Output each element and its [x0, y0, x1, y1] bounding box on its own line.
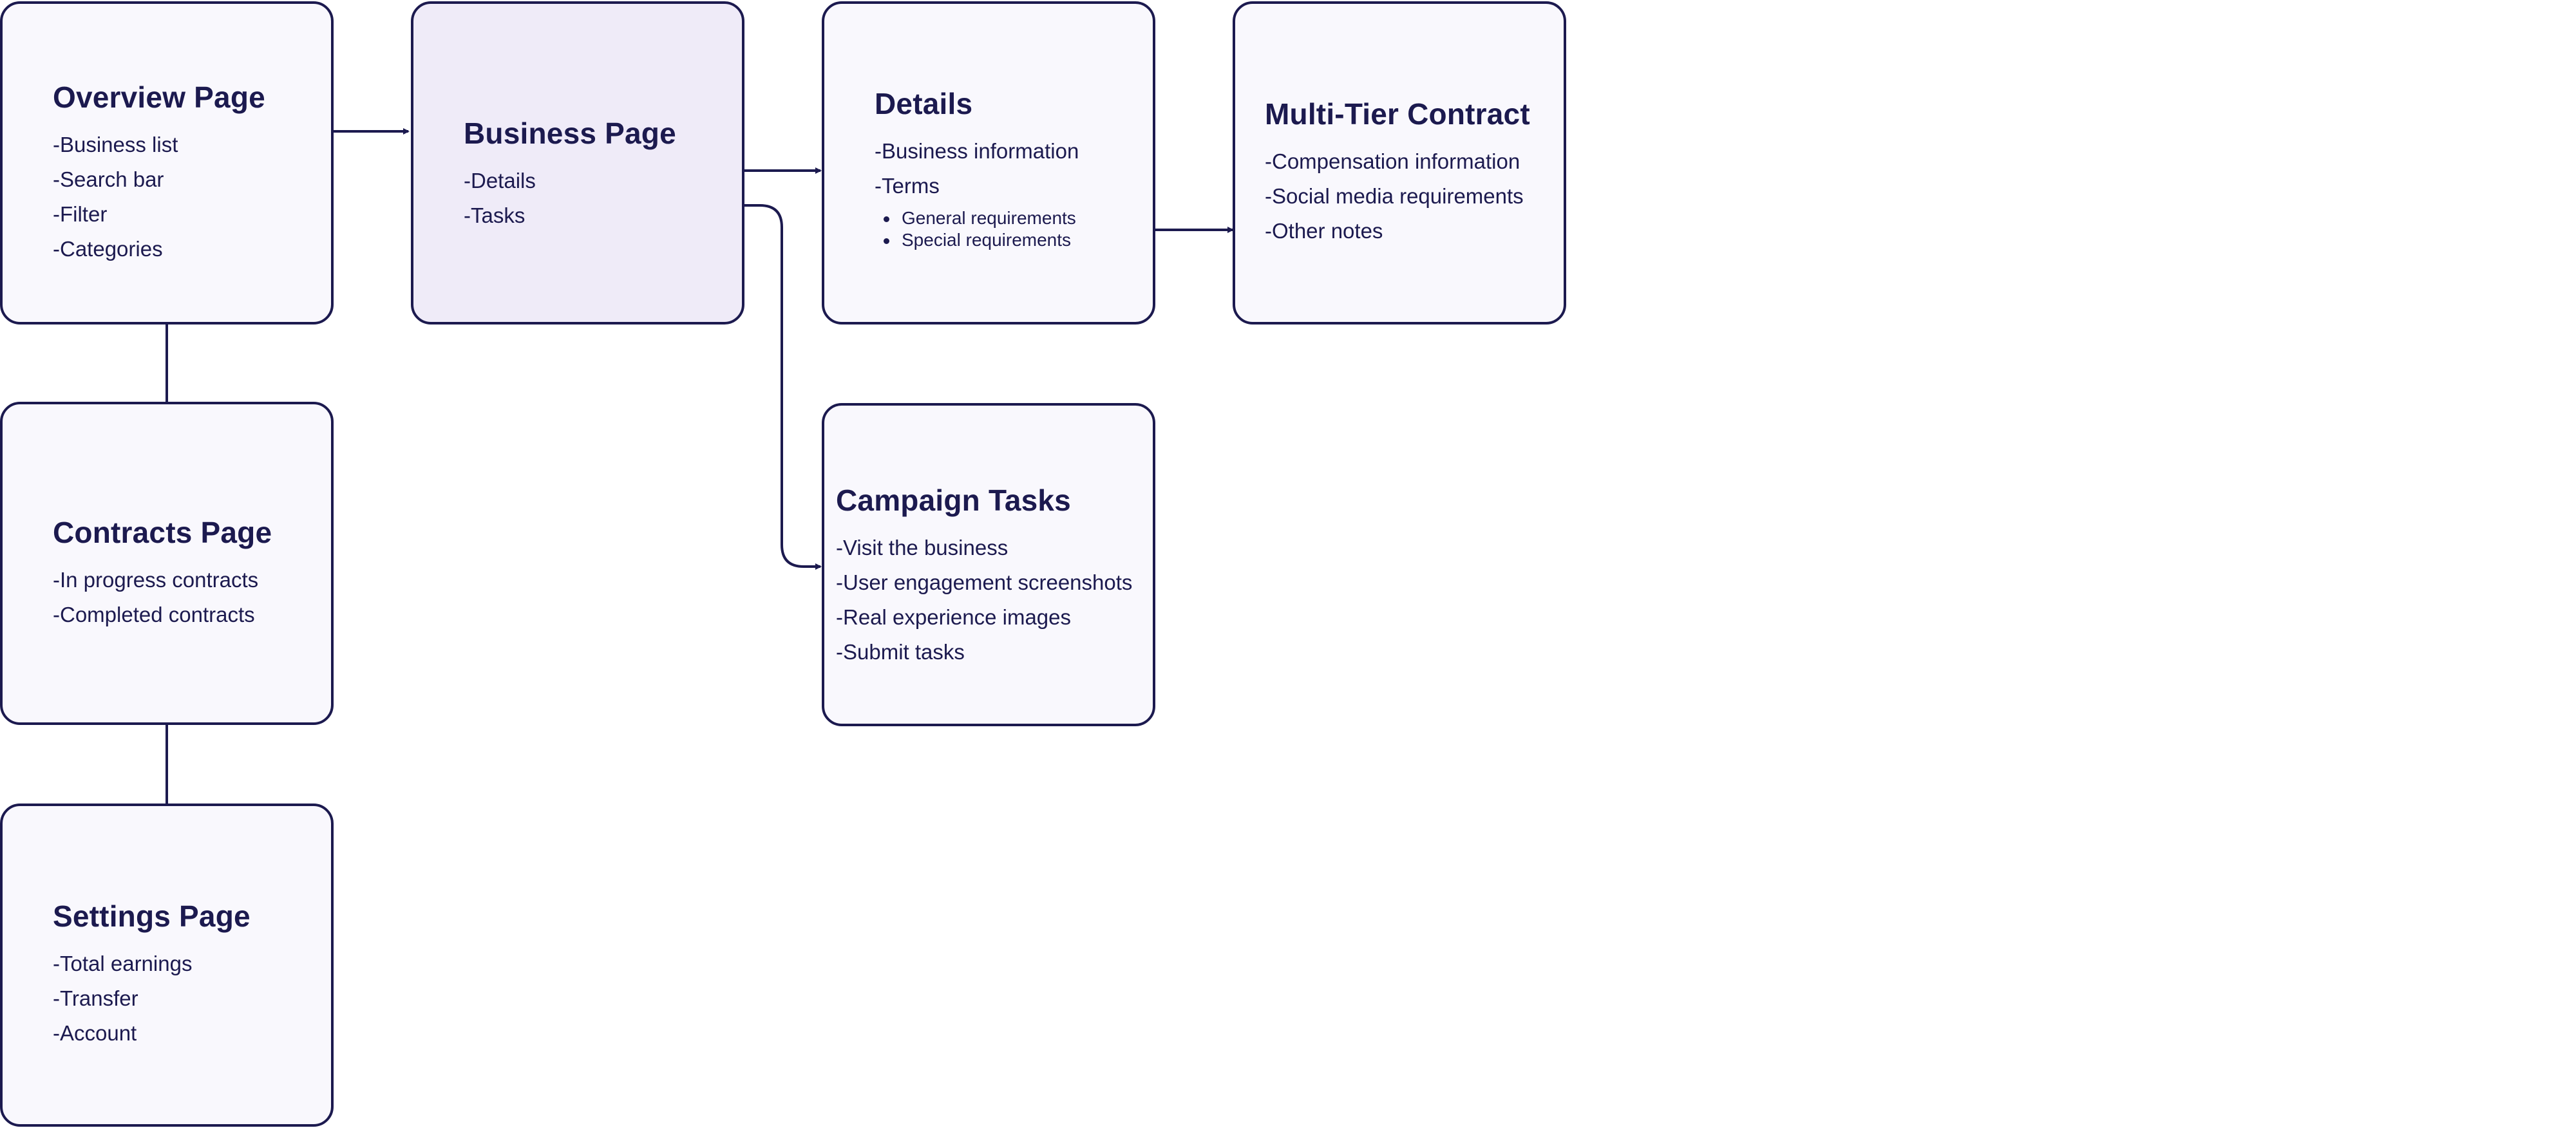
- terms-bullet-special-requirements[interactable]: Special requirements: [875, 229, 1079, 251]
- settings-item-total-earnings: -Total earnings: [53, 952, 193, 975]
- multi-tier-contract-card[interactable]: Multi-Tier Contract -Compensation inform…: [1233, 1, 1566, 324]
- business-item-details[interactable]: -Details: [464, 169, 536, 193]
- details-card[interactable]: Details -Business information -Terms Gen…: [822, 1, 1155, 324]
- overview-page-title: Overview Page: [53, 80, 265, 114]
- contracts-page-title: Contracts Page: [53, 516, 272, 549]
- terms-bullet-list: General requirements Special requirement…: [875, 207, 1079, 251]
- business-page-title: Business Page: [464, 117, 676, 150]
- campaign-item-experience-images: -Real experience images: [836, 605, 1072, 629]
- terms-bullet-general-requirements: General requirements: [875, 207, 1079, 229]
- campaign-tasks-title: Campaign Tasks: [836, 484, 1071, 517]
- business-item-tasks[interactable]: -Tasks: [464, 203, 526, 227]
- business-page-card[interactable]: Business Page -Details -Tasks: [411, 1, 744, 324]
- settings-page-title: Settings Page: [53, 899, 251, 933]
- multi-tier-contract-title: Multi-Tier Contract: [1265, 97, 1530, 131]
- campaign-tasks-card[interactable]: Campaign Tasks -Visit the business -User…: [822, 403, 1155, 726]
- campaign-item-engagement-screenshots: -User engagement screenshots: [836, 570, 1133, 594]
- overview-page-card[interactable]: Overview Page -Business list -Search bar…: [0, 1, 334, 324]
- overview-item-search-bar: -Search bar: [53, 167, 164, 191]
- contracts-item-in-progress: -In progress contracts: [53, 568, 259, 592]
- settings-item-account: -Account: [53, 1021, 137, 1045]
- details-title: Details: [875, 87, 973, 120]
- multitier-item-social-media: -Social media requirements: [1265, 184, 1524, 208]
- details-item-business-information: -Business information: [875, 139, 1079, 163]
- multitier-item-other-notes: -Other notes: [1265, 219, 1383, 243]
- overview-item-business-list[interactable]: -Business list: [53, 133, 178, 156]
- contracts-page-card[interactable]: Contracts Page -In progress contracts -C…: [0, 402, 334, 725]
- contracts-item-completed: -Completed contracts: [53, 603, 255, 626]
- settings-page-card[interactable]: Settings Page -Total earnings -Transfer …: [0, 804, 334, 1127]
- multitier-item-compensation: -Compensation information: [1265, 149, 1520, 173]
- details-item-terms: -Terms: [875, 174, 940, 198]
- overview-item-categories: -Categories: [53, 237, 163, 261]
- overview-item-filter: -Filter: [53, 202, 108, 226]
- settings-item-transfer: -Transfer: [53, 986, 138, 1010]
- campaign-item-submit-tasks: -Submit tasks: [836, 640, 965, 664]
- campaign-item-visit-business: -Visit the business: [836, 536, 1009, 559]
